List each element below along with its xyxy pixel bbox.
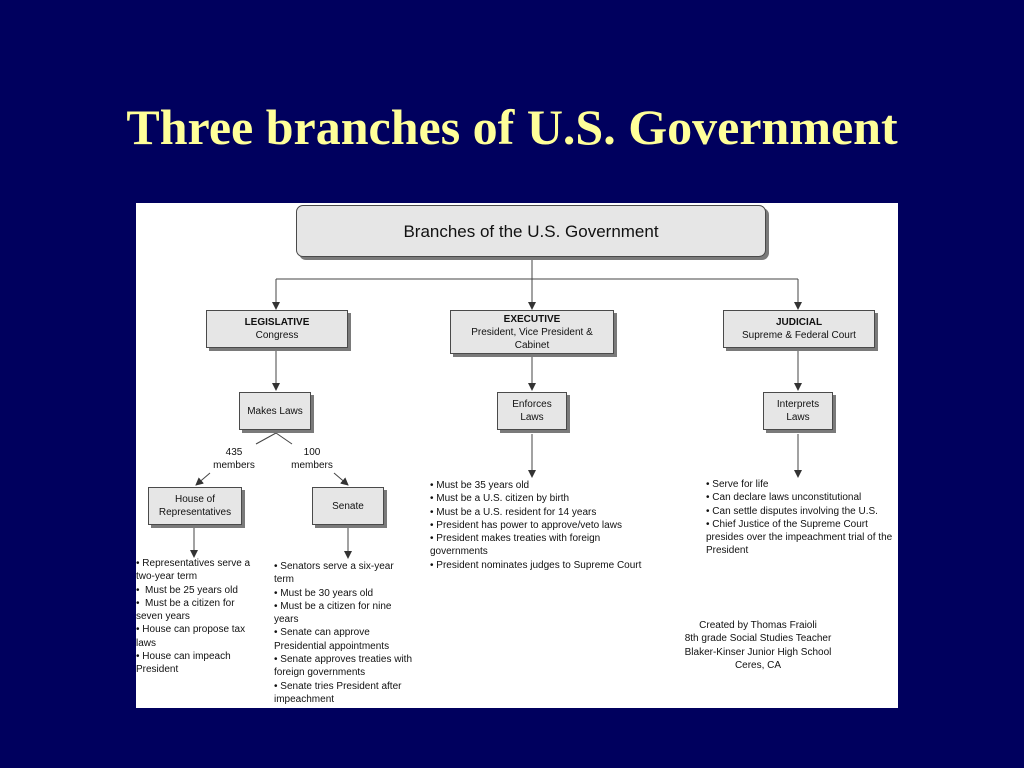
senate-box: Senate [312, 487, 384, 525]
judicial-box: JUDICIAL Supreme & Federal Court [723, 310, 875, 348]
list-item: House can impeach President [136, 650, 260, 677]
executive-duties-list: Must be 35 years old Must be a U.S. citi… [430, 479, 642, 572]
enforces-laws-label: Enforces Laws [512, 399, 552, 423]
senate-member-count: 100 members [291, 447, 333, 471]
legislative-box: LEGISLATIVE Congress [206, 310, 348, 348]
judicial-duties-list: Serve for life Can declare laws unconsti… [706, 478, 896, 558]
list-item: Can declare laws unconstitutional [706, 491, 896, 504]
diagram-panel: Branches of the U.S. Government LEGISLAT… [136, 203, 898, 708]
house-title: House of Representatives [158, 494, 232, 518]
senate-duties-list: Senators serve a six-year term Must be 3… [274, 560, 414, 706]
credit-line: Created by Thomas Fraioli [699, 620, 817, 631]
legislative-heading: LEGISLATIVE [244, 317, 310, 328]
executive-box: EXECUTIVE President, Vice President & Ca… [450, 310, 614, 354]
list-item: House can propose tax laws [136, 623, 260, 650]
list-item: Must be a U.S. citizen by birth [430, 492, 642, 505]
house-member-count: 435 members [213, 447, 255, 471]
author-credit: Created by Thomas Fraioli 8th grade Soci… [654, 619, 862, 672]
legislative-subtitle: Congress [255, 330, 299, 341]
credit-line: Ceres, CA [734, 659, 782, 671]
split-right-line [275, 432, 293, 445]
interprets-laws-label: Interprets Laws [776, 399, 820, 423]
interprets-laws-box: Interprets Laws [763, 392, 833, 430]
list-item: Must be a citizen for nine years [274, 600, 414, 627]
list-item: Serve for life [706, 478, 896, 491]
house-box: House of Representatives [148, 487, 242, 525]
list-item: Must be 30 years old [274, 587, 414, 600]
list-item: Senate tries President after impeachment [274, 680, 414, 707]
list-item: President has power to approve/veto laws [430, 519, 642, 532]
list-item: Can settle disputes involving the U.S. [706, 505, 896, 518]
executive-subtitle: President, Vice President & Cabinet [471, 326, 593, 351]
credit-line: 8th grade Social Studies Teacher [684, 633, 832, 645]
enforces-laws-box: Enforces Laws [497, 392, 567, 430]
list-item: Senate can approve Presidential appointm… [274, 626, 414, 653]
split-left-line [255, 432, 277, 445]
list-item: Chief Justice of the Supreme Court presi… [706, 518, 896, 558]
list-item: Must be 35 years old [430, 479, 642, 492]
main-title-box: Branches of the U.S. Government [296, 205, 766, 257]
arrow-to-senate [333, 472, 349, 486]
house-duties-list: Representatives serve a two-year term Mu… [136, 557, 260, 677]
credit-line: Blaker-Kinser Junior High School [684, 646, 832, 658]
arrow-to-house [195, 472, 211, 486]
list-item: President nominates judges to Supreme Co… [430, 559, 642, 572]
list-item: Representatives serve a two-year term [136, 557, 260, 584]
list-item: Senators serve a six-year term [274, 560, 414, 587]
judicial-heading: JUDICIAL [775, 317, 823, 328]
list-item: President makes treaties with foreign go… [430, 532, 642, 559]
makes-laws-label: Makes Laws [247, 405, 303, 417]
slide-title: Three branches of U.S. Government [126, 99, 898, 155]
list-item: Must be a U.S. resident for 14 years [430, 506, 642, 519]
main-title: Branches of the U.S. Government [403, 221, 659, 241]
judicial-subtitle: Supreme & Federal Court [742, 330, 856, 341]
makes-laws-box: Makes Laws [239, 392, 311, 430]
list-item: Must be a citizen for seven years [136, 597, 260, 624]
list-item: Senate approves treaties with foreign go… [274, 653, 414, 680]
list-item: Must be 25 years old [136, 584, 260, 597]
executive-heading: EXECUTIVE [503, 313, 561, 325]
connector-lines [190, 259, 802, 559]
senate-title: Senate [332, 500, 364, 512]
